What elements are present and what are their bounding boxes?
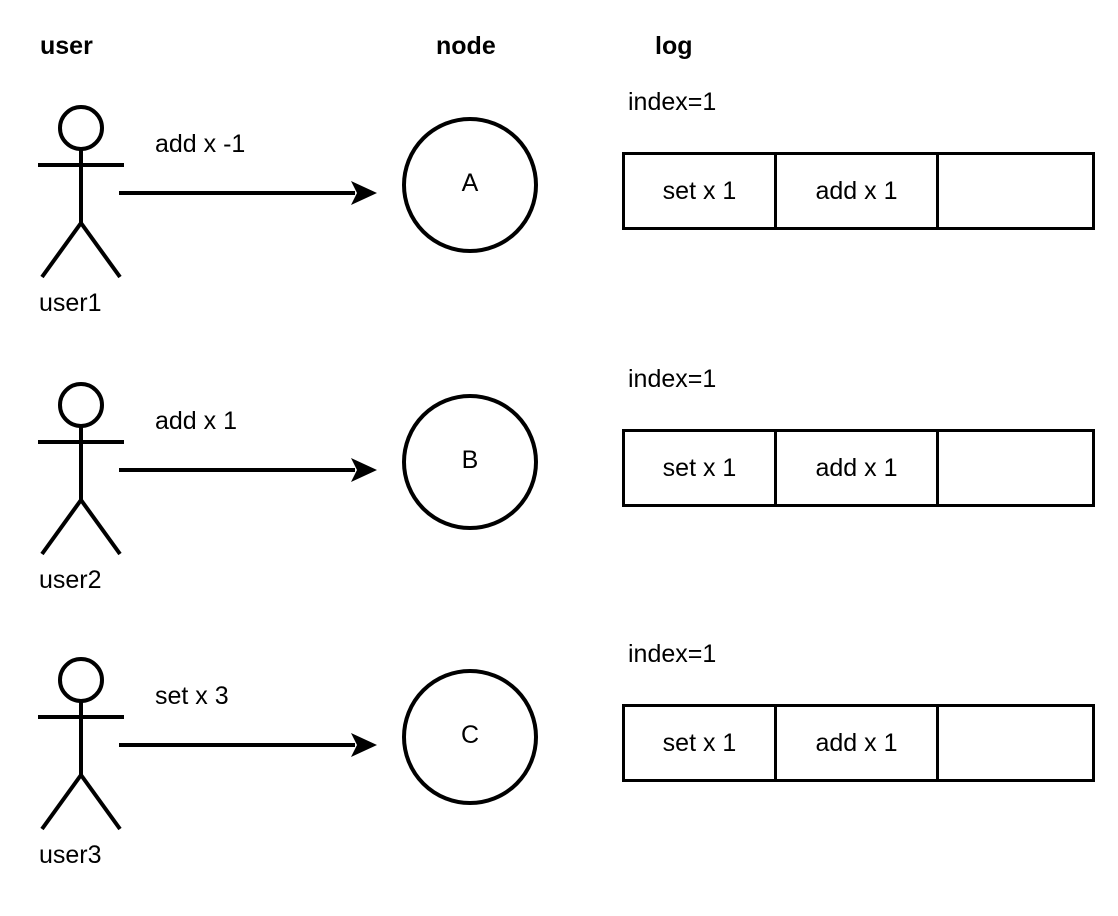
node-circle (402, 117, 538, 253)
log-cell: add x 1 (777, 432, 939, 504)
column-header-node: node (436, 32, 496, 60)
node-circle (402, 394, 538, 530)
arrow-label: set x 3 (155, 682, 229, 710)
log-index-label: index=1 (628, 640, 717, 668)
log-index-label: index=1 (628, 365, 717, 393)
log-cell (939, 707, 1092, 779)
column-header-user: user (40, 32, 93, 60)
log-cell: add x 1 (777, 155, 939, 227)
log-cell: set x 1 (625, 432, 777, 504)
log-index-label: index=1 (628, 88, 717, 116)
stick-figure-icon (38, 105, 124, 279)
arrow-label: add x 1 (155, 407, 238, 435)
log-cell: add x 1 (777, 707, 939, 779)
diagram-row: user3 set x 3 C index=1 set x 1 add x 1 (0, 552, 1118, 868)
arrow-right-icon (119, 181, 377, 205)
column-header-log: log (655, 32, 693, 60)
log-cell: set x 1 (625, 707, 777, 779)
arrow-label: add x -1 (155, 130, 246, 158)
actor-label: user2 (39, 566, 102, 594)
diagram-row: user2 add x 1 B index=1 set x 1 add x 1 (0, 277, 1118, 593)
stick-figure-icon (38, 382, 124, 556)
arrow-right-icon (119, 733, 377, 757)
stick-figure-icon (38, 657, 124, 831)
node-circle (402, 669, 538, 805)
log-table: set x 1 add x 1 (622, 704, 1095, 782)
log-cell: set x 1 (625, 155, 777, 227)
actor-label: user1 (39, 289, 102, 317)
actor-label: user3 (39, 841, 102, 869)
node-label: B (461, 446, 479, 474)
log-cell (939, 432, 1092, 504)
node-label: C (460, 721, 480, 749)
node-label: A (461, 169, 479, 197)
arrow-right-icon (119, 458, 377, 482)
log-table: set x 1 add x 1 (622, 429, 1095, 507)
log-table: set x 1 add x 1 (622, 152, 1095, 230)
log-cell (939, 155, 1092, 227)
diagram-row: user1 add x -1 A index=1 set x 1 add x 1 (0, 0, 1118, 316)
